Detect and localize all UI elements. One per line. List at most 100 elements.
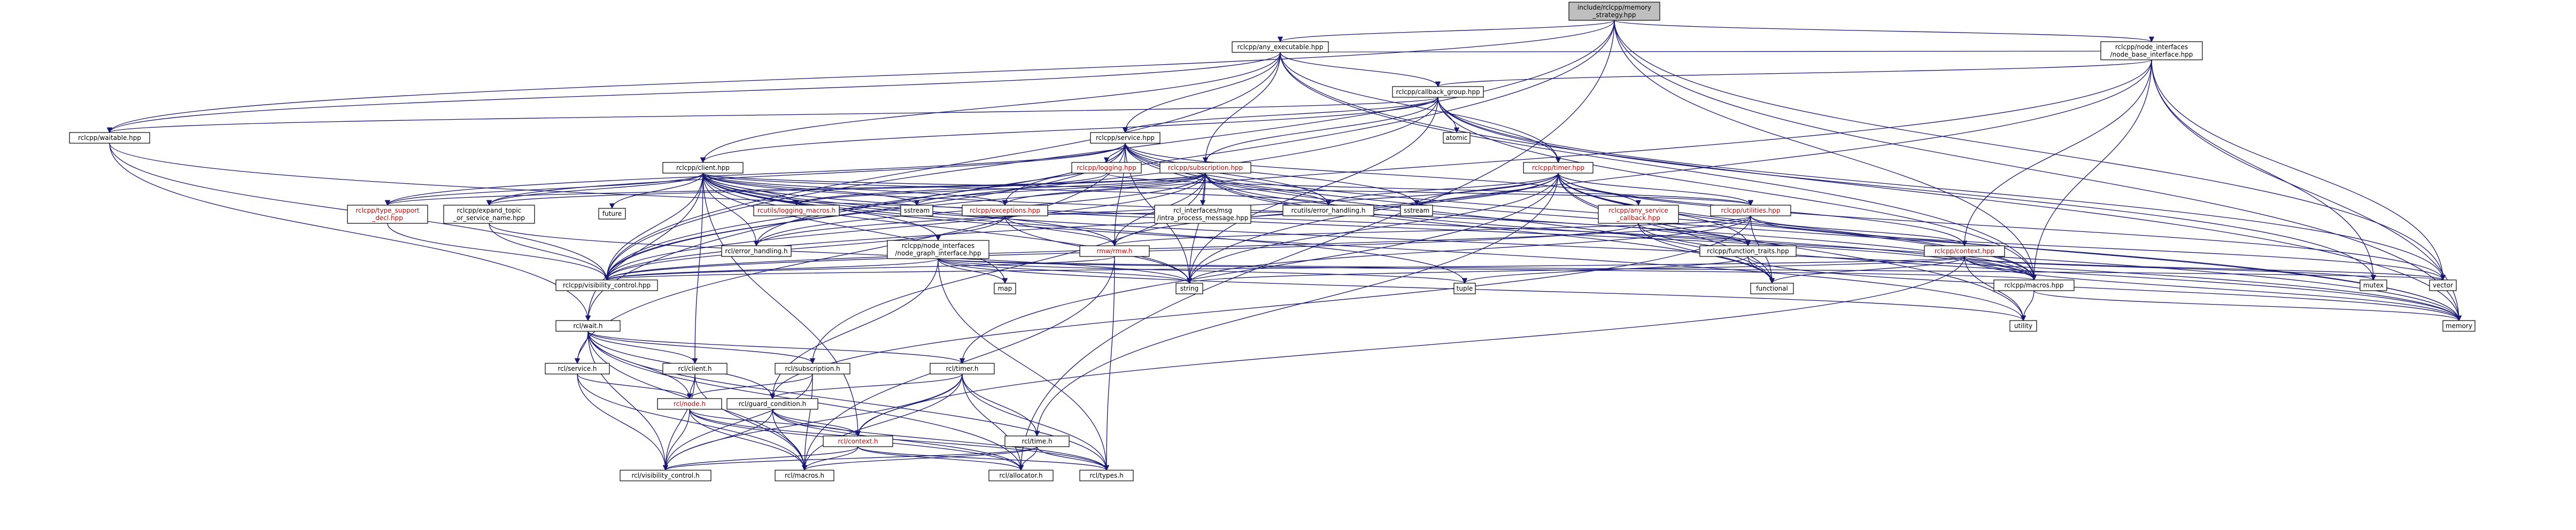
node-box: [721, 245, 792, 257]
edge-root-to-any_exec: [1278, 20, 1615, 43]
node-interrupt[interactable]: rcl/error_handling.h: [721, 245, 792, 257]
node-waitable[interactable]: rclcpp/waitable.hpp: [69, 132, 150, 144]
node-node_base[interactable]: rclcpp/node_interfaces/node_base_interfa…: [2100, 41, 2203, 60]
node-mutex[interactable]: mutex: [2360, 279, 2387, 291]
node-any_service_cb[interactable]: rclcpp/any_service_callback.hpp: [1598, 205, 1679, 224]
node-service[interactable]: rclcpp/service.hpp: [1090, 132, 1161, 144]
node-rmw_h[interactable]: rmw/rmw.h: [1079, 245, 1150, 257]
edge-cb_group-to-client: [700, 97, 1438, 163]
edge-exceptions-to-rmw_h: [1004, 215, 1118, 247]
node-type_support[interactable]: rclcpp/type_support_decl.hpp: [347, 205, 428, 224]
node-root[interactable]: include/rclcpp/memory_strategy.hpp: [1568, 2, 1660, 21]
edge-rmw_h-to-types: [1103, 256, 1115, 471]
edge-utilities-to-visibility: [604, 215, 1751, 281]
node-label: rcl/context.h: [838, 438, 878, 445]
edge-subscription-to-exceptions: [1002, 173, 1206, 206]
edge-utilities-to-context: [1750, 215, 1968, 247]
node-box: [598, 208, 626, 220]
node-any_exec[interactable]: rclcpp/any_executable.hpp: [1232, 41, 1329, 53]
node-client[interactable]: rclcpp/client.hpp: [662, 162, 744, 174]
edge-service_h-to-rcl_macros: [577, 373, 808, 471]
node-label: rcl/visibility_control.h: [631, 472, 699, 479]
node-vector[interactable]: vector: [2429, 279, 2457, 291]
node-logging[interactable]: rclcpp/logging.hpp: [1071, 162, 1142, 174]
node-label: rcl/timer.h: [946, 365, 978, 372]
node-functional[interactable]: functional: [1750, 283, 1794, 294]
edge-context-to-visibility: [604, 256, 1965, 281]
node-function_traits[interactable]: rclcpp/function_traits.hpp: [1699, 245, 1797, 257]
node-types[interactable]: rcl/types.h: [1079, 470, 1134, 481]
edge-cb_group-to-mutex: [1437, 97, 2377, 281]
node-box: [555, 279, 658, 291]
node-label: rcl/guard_condition.h: [739, 400, 806, 408]
edge-service_h-to-node_h: [577, 373, 693, 400]
edge-context-to-vector: [1964, 256, 2446, 281]
node-label: rcutils/logging_macros.h: [757, 207, 836, 214]
node-utilities[interactable]: rclcpp/utilities.hpp: [1710, 205, 1791, 216]
edge-utilities-to-rmw_h: [1112, 215, 1751, 247]
node-box: [930, 363, 995, 375]
node-box: [1523, 162, 1593, 174]
edge-any_exec-to-node_base: [1280, 50, 2152, 57]
node-rcl_context[interactable]: rcl/context.h: [823, 435, 893, 447]
node-rcutils_err[interactable]: rcutils/error_handling.h: [1282, 205, 1374, 216]
node-node_h[interactable]: rcl/node.h: [657, 398, 722, 410]
node-context[interactable]: rclcpp/context.hpp: [1924, 245, 2005, 257]
node-tuple[interactable]: tuple: [1453, 283, 1476, 294]
edge-context-to-memory: [1964, 256, 2462, 322]
node-label: rclcpp/visibility_control.hpp: [563, 282, 651, 289]
node-sstream_a[interactable]: sstream: [900, 205, 933, 216]
node-exceptions[interactable]: rclcpp/exceptions.hpp: [962, 205, 1048, 216]
edge-wait_h-to-node_h: [587, 331, 693, 400]
node-node_graph[interactable]: rclcpp/node_interfaces/node_graph_interf…: [887, 240, 989, 259]
node-memory[interactable]: memory: [2442, 320, 2476, 332]
node-utility[interactable]: utility: [2009, 320, 2037, 332]
node-guard_cond[interactable]: rcl/guard_condition.h: [726, 398, 818, 410]
edge-context-to-macros_hpp: [1964, 256, 2037, 281]
node-macros_hpp[interactable]: rclcpp/macros.hpp: [1993, 279, 2075, 291]
edge-client-to-rcutils_err: [702, 173, 1331, 206]
node-cb_group[interactable]: rclcpp/callback_group.hpp: [1392, 86, 1484, 98]
node-timer[interactable]: rclcpp/timer.hpp: [1523, 162, 1593, 174]
node-box: [1598, 205, 1679, 224]
node-map[interactable]: map: [994, 283, 1016, 294]
node-service_h[interactable]: rcl/service.h: [545, 363, 610, 375]
edge-node_base-to-mutex: [2151, 59, 2377, 281]
node-allocator[interactable]: rcl/allocator.h: [988, 470, 1054, 481]
node-label: _strategy.hpp: [1592, 11, 1636, 19]
node-label: rclcpp/logging.hpp: [1077, 164, 1136, 172]
node-expand_topic[interactable]: rclcpp/expand_topic_or_service_name.hpp: [443, 205, 535, 224]
node-label: rcutils/error_handling.h: [1291, 207, 1365, 214]
node-subscription_h[interactable]: rcl/subscription.h: [775, 363, 850, 375]
edge-rcl_time-to-rcl_vis: [663, 446, 1038, 471]
node-logging_macros[interactable]: rcutils/logging_macros.h: [753, 205, 840, 216]
edge-node_h-to-rcl_vis: [662, 409, 690, 471]
node-rcl_time[interactable]: rcl/time.h: [1004, 435, 1070, 447]
edge-node_base-to-context: [1961, 59, 2152, 247]
node-rcl_vis[interactable]: rcl/visibility_control.h: [620, 470, 711, 481]
node-visibility[interactable]: rclcpp/visibility_control.hpp: [555, 279, 658, 291]
edge-any_exec-to-macros_hpp: [1280, 52, 2037, 281]
edge-client-to-visibility: [604, 173, 703, 281]
edge-context-to-functional: [1769, 256, 1965, 284]
edge-cb_group-to-vector: [1437, 97, 2446, 281]
node-future[interactable]: future: [598, 208, 626, 220]
node-box: [962, 205, 1048, 216]
node-box: [994, 283, 1016, 294]
node-box: [1924, 245, 2005, 257]
node-sstream_b[interactable]: sstream: [1400, 205, 1433, 216]
edge-client-to-future: [609, 173, 703, 209]
node-string[interactable]: string: [1175, 283, 1203, 294]
node-timer_h[interactable]: rcl/timer.h: [930, 363, 995, 375]
node-intra_msg[interactable]: rcl_interfaces/msg/intra_process_message…: [1154, 205, 1251, 224]
node-label: rclcpp/function_traits.hpp: [1707, 247, 1789, 255]
node-subscription[interactable]: rclcpp/subscription.hpp: [1159, 162, 1251, 174]
node-atomic[interactable]: atomic: [1443, 132, 1471, 144]
node-client_h[interactable]: rcl/client.h: [662, 363, 728, 375]
node-rcl_macros[interactable]: rcl/macros.h: [775, 470, 834, 481]
node-label: /node_graph_interface.hpp: [895, 250, 981, 257]
node-label: rclcpp/context.hpp: [1935, 247, 1994, 255]
node-box: [545, 363, 610, 375]
node-wait_h[interactable]: rcl/wait.h: [555, 320, 621, 332]
